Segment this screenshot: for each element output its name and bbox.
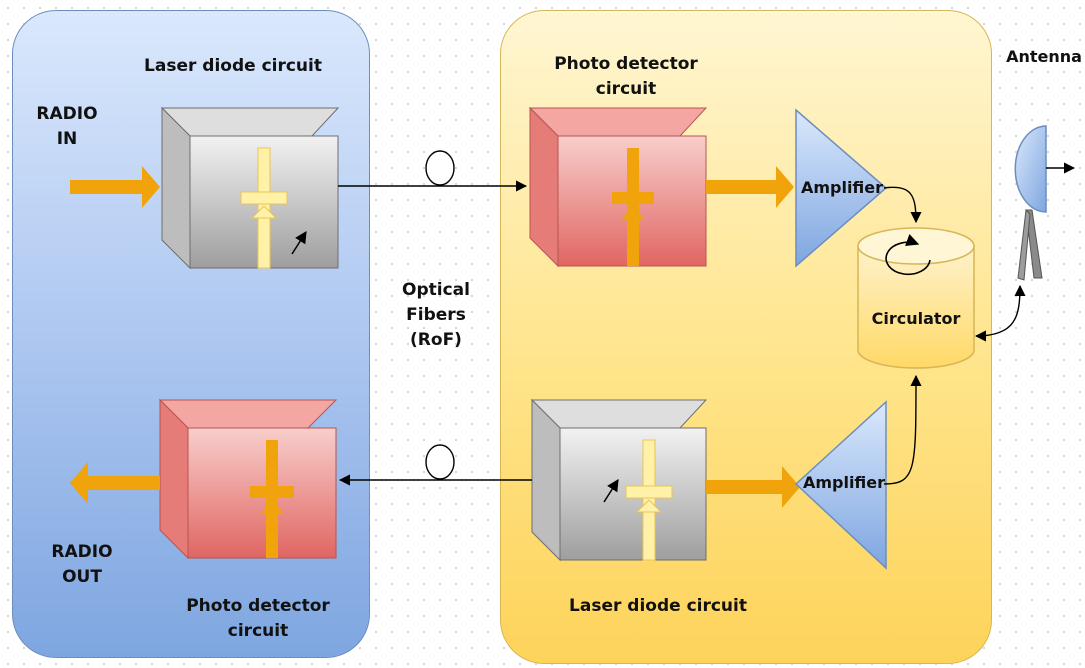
photo-detector-title-right: Photo detector circuit <box>536 52 716 102</box>
circulator-to-amp-connector <box>883 374 922 485</box>
optical-fibers-line-3: (RoF) <box>410 330 462 350</box>
photo-detector-right-line-2: circuit <box>595 79 657 99</box>
circulator-antenna-connector <box>974 284 1026 342</box>
circulator-label: Circulator <box>871 309 961 328</box>
photo-detector-box-tx <box>158 398 338 560</box>
antenna-dish-icon <box>1014 125 1076 281</box>
optical-fibers-line-2: Fibers <box>406 305 466 325</box>
radio-in-arrow-icon <box>70 166 160 208</box>
laser-diode-title-right: Laser diode circuit <box>569 596 747 616</box>
fiber-coil-icon <box>425 150 455 186</box>
detector-to-amplifier-arrow-icon <box>706 166 794 208</box>
laser-diode-box-rx <box>530 398 708 562</box>
laser-to-amplifier-arrow-icon <box>706 466 800 508</box>
photo-detector-title-left: Photo detector circuit <box>168 594 348 644</box>
optical-fiber-uplink <box>338 444 532 486</box>
amplifier-top <box>795 108 888 268</box>
radio-out-label: RADIO OUT <box>34 540 130 590</box>
optical-fibers-label: Optical Fibers (RoF) <box>386 278 486 353</box>
radio-out-line-1: RADIO <box>51 542 113 562</box>
photo-detector-box-rx <box>528 106 708 268</box>
radio-out-arrow-icon <box>70 462 160 504</box>
radio-in-label: RADIO IN <box>24 102 110 152</box>
photo-detector-left-line-1: Photo detector <box>186 596 330 616</box>
radio-in-line-1: RADIO <box>36 104 98 124</box>
amp-to-circulator-connector <box>883 186 922 224</box>
amplifier-bottom <box>794 400 887 570</box>
optical-fiber-downlink <box>338 150 528 192</box>
circulator <box>857 227 975 369</box>
optical-fibers-line-1: Optical <box>402 280 470 300</box>
amplifier-top-label: Amplifier <box>800 178 884 197</box>
photo-detector-right-line-1: Photo detector <box>554 54 698 74</box>
laser-diode-title-left: Laser diode circuit <box>144 56 322 76</box>
radio-out-line-2: OUT <box>62 567 102 587</box>
radio-in-line-2: IN <box>56 129 78 149</box>
laser-diode-box-tx <box>160 106 340 270</box>
photo-detector-left-line-2: circuit <box>227 621 289 641</box>
amplifier-bottom-label: Amplifier <box>802 473 886 492</box>
fiber-coil-icon <box>425 444 455 480</box>
antenna-label: Antenna <box>1006 47 1082 66</box>
